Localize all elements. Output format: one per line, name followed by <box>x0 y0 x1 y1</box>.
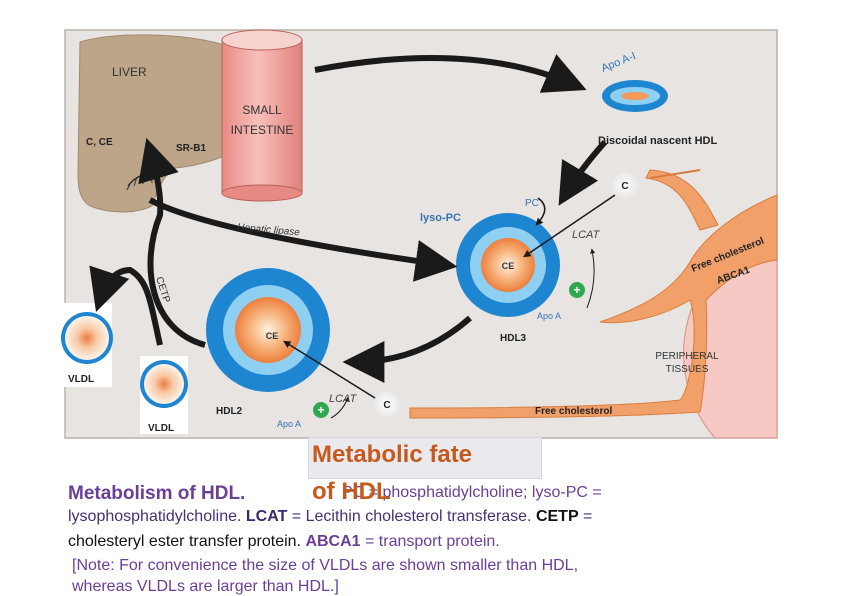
pc-definition: = phosphatidylcholine; lyso-PC = <box>364 484 602 501</box>
c-ce-label: C, CE <box>86 137 113 148</box>
fate-title-line1: Metabolic fate <box>312 441 473 468</box>
c-label-top: C <box>621 181 628 192</box>
hdl3-label: HDL3 <box>500 333 527 344</box>
discoidal-hdl-core <box>621 92 649 100</box>
caption-line-1: PC = phosphatidylcholine; lyso-PC = <box>342 484 602 502</box>
hepatic-lipase-label: Hepatic lipase <box>237 222 301 238</box>
plus-icon-hdl3 <box>569 282 585 298</box>
fate-title-line2: of HDL <box>312 478 391 505</box>
arrow-disc-to-hdl3 <box>558 140 608 206</box>
arrow-c-to-hdl3 <box>523 194 616 258</box>
plus-sign-hdl3: + <box>573 283 580 297</box>
tissue-band <box>409 194 778 419</box>
fate-title-box <box>308 437 542 479</box>
vldl-label-mid: VLDL <box>148 423 174 434</box>
hdl2-label: HDL2 <box>216 406 243 417</box>
arrow-hdl2-to-liver <box>138 137 206 348</box>
arrow-pc-to-lysopc <box>535 197 546 226</box>
liver-label: LIVER <box>112 65 147 79</box>
caption-note-line-2: whereas VLDLs are larger than HDL.] <box>72 578 339 595</box>
free-cholesterol-c-bottom <box>373 390 401 418</box>
line2-part-c: = <box>578 508 593 525</box>
line3-part-a: cholesteryl ester transfer protein. <box>68 533 306 550</box>
plus-icon-hdl2 <box>313 402 329 418</box>
ce-label-hdl3: CE <box>502 261 515 271</box>
line3-part-b: = transport protein. <box>360 533 500 550</box>
lcat-abbreviation: LCAT <box>245 508 288 525</box>
arrow-cetp <box>89 265 163 346</box>
caption-heading: Metabolism of HDL. <box>68 483 246 504</box>
pc-label: PC <box>525 198 539 209</box>
arrow-hdl3-to-hdl2 <box>342 315 472 383</box>
small-intestine-label-2: INTESTINE <box>231 123 294 137</box>
free-cholesterol-label-bottom: Free cholesterol <box>535 406 612 417</box>
ce-label-hdl2: CE <box>266 331 279 341</box>
apo-a-label-hdl3: Apo A <box>537 311 561 321</box>
c-label-bottom: C <box>383 400 390 411</box>
line2-part-a: lysophosphatidylcholine. <box>68 508 246 525</box>
vldl-mid <box>140 356 188 434</box>
plus-sign-hdl2: + <box>317 403 324 417</box>
lyso-pc-label: lyso-PC <box>420 212 461 224</box>
peripheral-tissues-label-2: TISSUES <box>666 364 709 375</box>
lcat-label-bottom: LCAT <box>329 393 358 405</box>
lcat-label-top: LCAT <box>572 229 601 241</box>
arrow-lcat-bottom <box>330 396 349 419</box>
arrow-lcat-top <box>586 248 596 309</box>
hdl2-core <box>235 297 301 363</box>
cetp-abbreviation: CETP <box>535 508 579 525</box>
arrow-c-to-hdl2 <box>283 340 376 399</box>
caption-line-3: cholesteryl ester transfer protein. ABCA… <box>68 533 500 551</box>
apo-a-label-hdl2: Apo A <box>277 419 301 429</box>
abca1-abbreviation: ABCA1 <box>305 533 361 550</box>
pc-abbreviation: PC <box>342 484 365 501</box>
small-intestine-top <box>221 29 303 51</box>
arrow-intestine-to-disc <box>314 54 587 93</box>
sr-b1-label: SR-B1 <box>176 143 206 154</box>
free-cholesterol-c-top <box>611 171 639 199</box>
small-intestine-bottom <box>221 184 303 202</box>
tissue-branch-top <box>645 169 719 231</box>
peripheral-tissues-label-1: PERIPHERAL <box>655 351 719 362</box>
caption-line-2: lysophosphatidylcholine. LCAT = Lecithin… <box>68 508 592 526</box>
hdl3-core <box>481 238 535 292</box>
line2-part-b: = Lecithin cholesterol transferase. <box>287 508 536 525</box>
arrow-hepatic-lipase <box>148 197 458 282</box>
small-intestine-label-1: SMALL <box>242 103 282 117</box>
vldl-left <box>60 303 113 387</box>
caption-note-line-1: [Note: For convenience the size of VLDLs… <box>72 557 579 574</box>
vldl-label-left: VLDL <box>68 374 94 385</box>
discoidal-hdl-label: Discoidal nascent HDL <box>598 135 717 147</box>
arrow-free-cholesterol-top <box>649 169 701 179</box>
